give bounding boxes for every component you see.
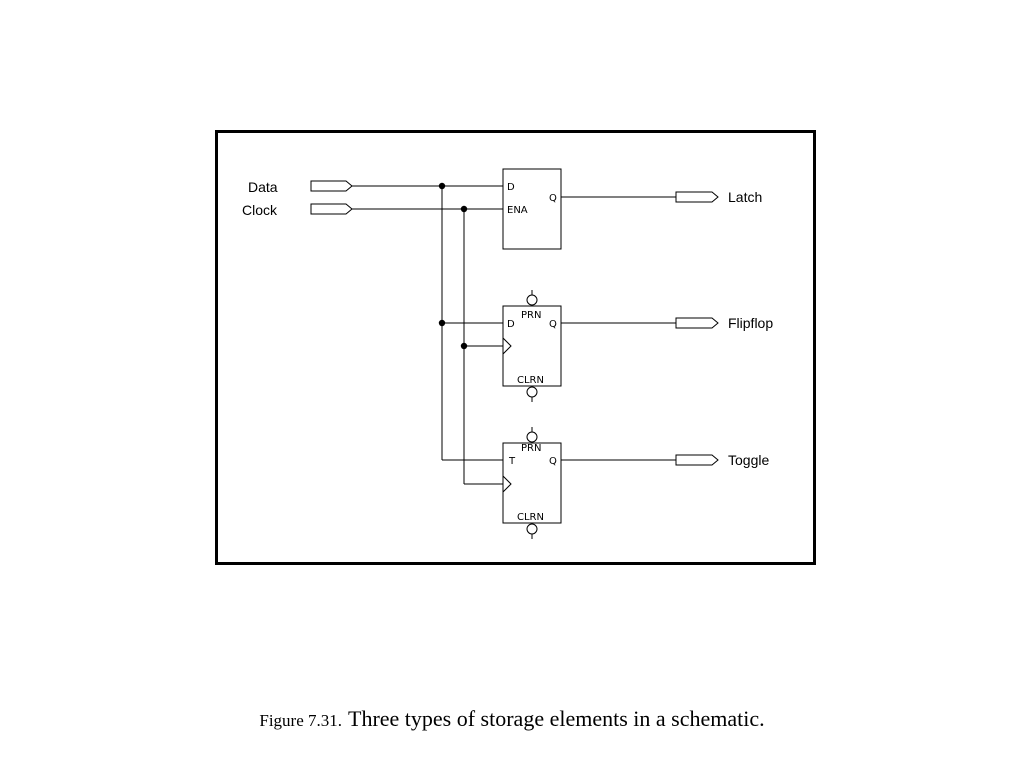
junction-dot — [438, 319, 446, 327]
output-label-flipflop: Flipflop — [728, 315, 773, 331]
figure-caption: Figure 7.31. Three types of storage eleme… — [0, 706, 1024, 732]
flipflop-clrn-bubble — [526, 386, 538, 398]
input-label-data: Data — [248, 179, 278, 195]
flipflop-clock-triangle — [502, 337, 512, 355]
latch-block: D ENA Q — [502, 168, 562, 250]
figure-number: Figure 7.31. — [259, 711, 342, 730]
toggle-pin-prn: PRN — [521, 443, 541, 454]
toggle-clock-triangle — [502, 475, 512, 493]
junction-dot — [460, 205, 468, 213]
toggle-prn-bubble — [526, 431, 538, 443]
input-port-clock — [310, 203, 353, 215]
toggle-pin-clrn: CLRN — [517, 512, 544, 523]
output-port-flipflop — [675, 317, 719, 329]
output-label-toggle: Toggle — [728, 452, 769, 468]
toggle-pin-q: Q — [549, 456, 557, 467]
flipflop-prn-bubble — [526, 294, 538, 306]
data-net-wires — [352, 185, 503, 461]
latch-pin-ena: ENA — [507, 205, 528, 216]
flipflop-pin-clrn: CLRN — [517, 375, 544, 386]
latch-pin-q: Q — [549, 193, 557, 204]
clock-net-wires — [352, 208, 503, 485]
latch-pin-d: D — [507, 182, 515, 193]
output-port-latch — [675, 191, 719, 203]
toggle-pin-t: T — [508, 456, 516, 467]
flipflop-pin-d: D — [507, 319, 515, 330]
schematic-frame: Data Clock — [215, 130, 816, 565]
output-label-latch: Latch — [728, 189, 762, 205]
toggle-block: PRN T Q CLRN — [502, 427, 562, 539]
junction-dot — [438, 182, 446, 190]
flipflop-pin-prn: PRN — [521, 310, 541, 321]
schematic-diagram: Data Clock — [242, 168, 773, 539]
input-port-data — [310, 180, 353, 192]
output-port-toggle — [675, 454, 719, 466]
junction-dot — [460, 342, 468, 350]
flipflop-block: PRN D Q CLRN — [502, 290, 562, 402]
toggle-clrn-bubble — [526, 523, 538, 535]
input-label-clock: Clock — [242, 202, 278, 218]
flipflop-pin-q: Q — [549, 319, 557, 330]
figure-caption-text: Three types of storage elements in a sch… — [348, 706, 765, 731]
